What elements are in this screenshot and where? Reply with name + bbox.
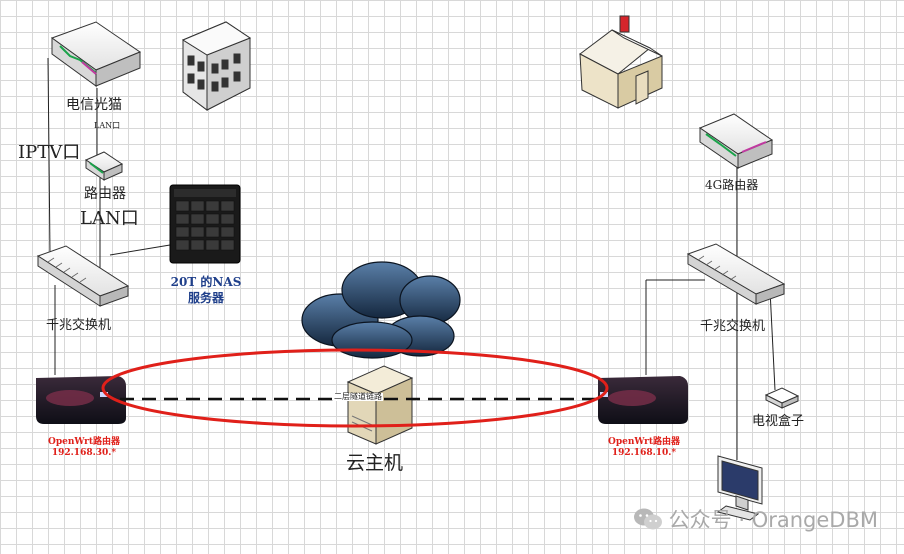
router-left-label: 路由器 <box>84 186 126 202</box>
modem-lan-label: LAN口 <box>94 121 121 130</box>
tv-box-icon <box>764 387 800 409</box>
nas-label-line2: 服务器 <box>187 291 224 306</box>
tunnel-highlight-ellipse <box>101 348 609 428</box>
openwrt-right-name: OpenWrt路由器 <box>607 437 680 447</box>
lan-port-label: LAN口 <box>80 208 139 229</box>
router-icon <box>84 151 124 181</box>
nas-label: 20T 的NAS 服务器 <box>168 274 244 306</box>
openwrt-right-icon <box>598 376 688 424</box>
cloud-host-server-icon <box>346 365 414 445</box>
house-icon <box>579 15 663 109</box>
switch-right-icon <box>686 243 786 305</box>
watermark-text: 公众号 · OrangeDBM <box>668 508 878 532</box>
modem-icon <box>50 21 142 87</box>
cloud-icon <box>301 261 461 359</box>
tv-box-label: 电视盒子 <box>752 414 805 429</box>
building-icon <box>181 21 252 111</box>
nas-server-icon <box>169 184 241 264</box>
openwrt-left-ip: 192.168.30.* <box>51 448 117 459</box>
wechat-icon <box>633 508 662 530</box>
tunnel-label: 二层隧道链路 <box>333 392 383 401</box>
modem-label: 电信光猫 <box>66 97 122 113</box>
cloud-host-label: 云主机 <box>346 452 404 474</box>
openwrt-right-ip: 192.168.10.* <box>611 448 677 459</box>
switch-left-label: 千兆交换机 <box>46 318 112 333</box>
switch-right-label: 千兆交换机 <box>700 319 766 334</box>
connection-lines <box>47 57 776 460</box>
router-4g-icon <box>698 113 774 169</box>
watermark: 公众号 · OrangeDBM <box>633 504 878 534</box>
switch-left-icon <box>36 245 130 307</box>
openwrt-right-label: OpenWrt路由器 192.168.10.* <box>596 437 692 460</box>
monitor-icon <box>716 455 763 521</box>
nas-label-line1: 20T 的NAS <box>170 275 242 289</box>
iptv-port-label: IPTV口 <box>18 142 81 163</box>
openwrt-left-name: OpenWrt路由器 <box>47 437 120 447</box>
router-4g-label: 4G路由器 <box>705 178 759 192</box>
openwrt-left-label: OpenWrt路由器 192.168.30.* <box>36 437 132 460</box>
